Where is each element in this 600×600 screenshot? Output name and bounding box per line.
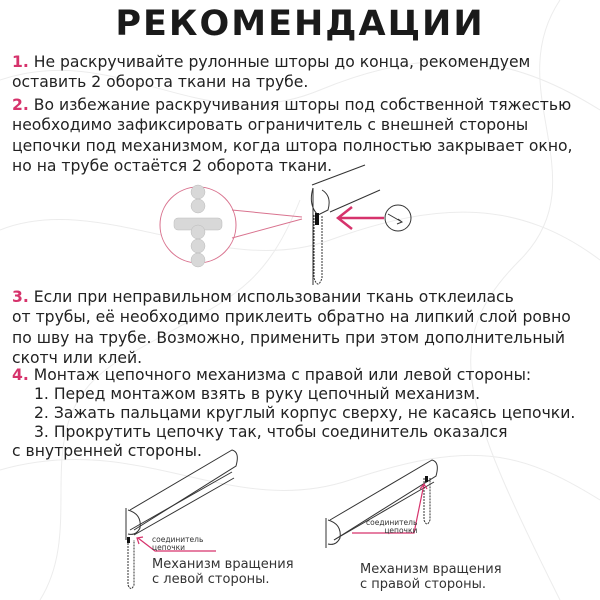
item-3-line-1: 3. Если при неправильном использовании т… bbox=[12, 287, 514, 307]
text: Не раскручивайте рулонные шторы до конца… bbox=[33, 53, 531, 71]
item-3-line-4: скотч или клей. bbox=[12, 349, 143, 367]
item-number: 4. bbox=[12, 366, 29, 384]
item-2-line-3: цепочки под механизмом, когда штора полн… bbox=[12, 137, 573, 155]
item-4-line-1: 4. Монтаж цепочного механизма с правой и… bbox=[12, 365, 531, 385]
text: Монтаж цепочного механизма с правой или … bbox=[33, 366, 532, 384]
label-line: соединитель bbox=[366, 518, 418, 527]
item-number: 3. bbox=[12, 288, 29, 306]
item-1-line-2: оставить 2 оборота ткани на трубе. bbox=[12, 73, 309, 91]
text: Во избежание раскручивания шторы под соб… bbox=[33, 96, 572, 114]
item-1-line-1: 1. Не раскручивайте рулонные шторы до ко… bbox=[12, 52, 530, 72]
item-number: 2. bbox=[12, 96, 29, 114]
item-4-step-1: 1. Перед монтажом взять в руку цепочный … bbox=[34, 385, 481, 403]
item-4-step-3: 3. Прокрутить цепочку так, чтобы соедини… bbox=[34, 423, 508, 441]
item-3-line-2: от трубы, её необходимо приклеить обратн… bbox=[12, 308, 571, 326]
label-line: соединитель bbox=[152, 535, 204, 544]
item-2-line-4: но на трубе остаётся 2 оборота ткани. bbox=[12, 157, 333, 175]
caption-line: Механизм вращения bbox=[152, 557, 294, 572]
item-4-step-2: 2. Зажать пальцами круглый корпус сверху… bbox=[34, 404, 576, 422]
label-line: цепочки bbox=[384, 526, 418, 535]
label-line: цепочки bbox=[152, 543, 186, 552]
caption-line: Механизм вращения bbox=[360, 562, 502, 577]
caption-line: с правой стороны. bbox=[360, 577, 486, 592]
item-3-line-3: по шву на трубе. Возможно, применить при… bbox=[12, 329, 565, 347]
item-4-tail: с внутренней стороны. bbox=[12, 442, 202, 460]
item-number: 1. bbox=[12, 53, 29, 71]
page-title: РЕКОМЕНДАЦИИ bbox=[115, 4, 485, 44]
item-2-line-1: 2. Во избежание раскручивания шторы под … bbox=[12, 95, 571, 115]
item-2-line-2: необходимо зафиксировать ограничитель с … bbox=[12, 116, 529, 134]
text: Если при неправильном использовании ткан… bbox=[33, 288, 514, 306]
caption-line: с левой стороны. bbox=[152, 572, 270, 587]
